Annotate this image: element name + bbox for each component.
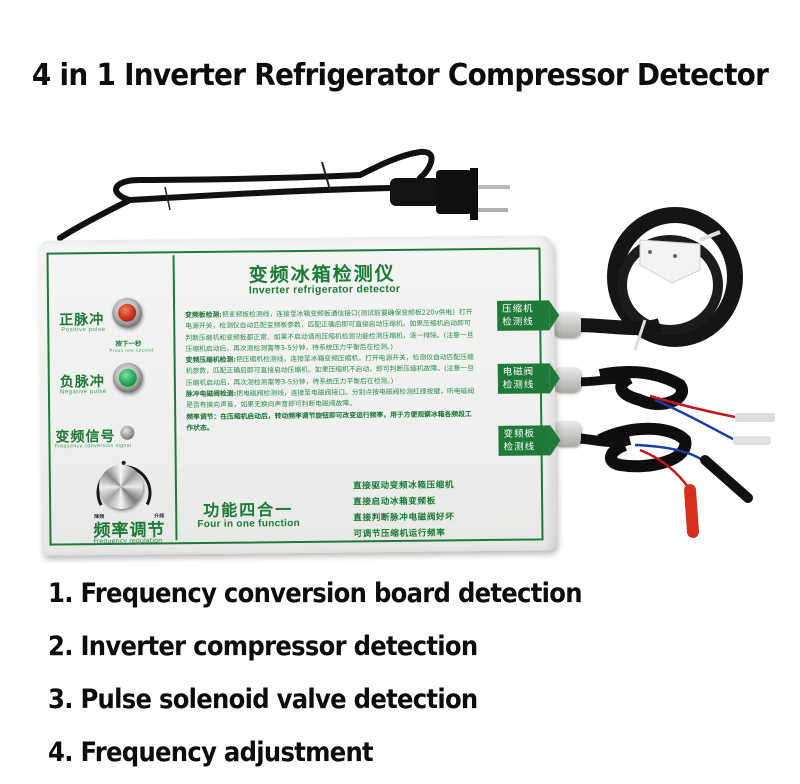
press-hint-label: 按下一秒 (115, 339, 142, 348)
instructions-block: 变频板检测:把变频板检测线，连接至冰箱变频板通信接口(测试前要确保变频板220v… (185, 307, 476, 434)
frequency-knob[interactable] (98, 464, 144, 510)
positive-pulse-label-en: Positive pulse (61, 327, 106, 334)
frequency-knob-group (91, 456, 162, 517)
instruction-item: 频率调节：在压缩机启动后，转动频率调节旋钮即可改变运行频率，用于方便观察冰箱各频… (186, 409, 472, 433)
front-panel: 正脉冲 Positive pulse 按下一秒 Press one second… (46, 247, 551, 546)
feature-line: 3. Pulse solenoid valve detection (48, 684, 478, 715)
instruction-item: 脉冲电磁阀检测:把电磁阀检测线，连接至电磁阀接口。分别点按电磁阀检测红绿按键，听… (185, 387, 475, 410)
feature-list-cn: 直接驱动变频冰箱压缩机 直接启动冰箱变频板 直接判断脉冲电磁阀好坏 可调节压缩机… (353, 477, 455, 542)
compressor-line-tag: 压缩机 检测线 (497, 300, 550, 331)
feature-list-en: 1. Frequency conversion board detection … (48, 571, 641, 783)
board-line-tag: 变频板 检测线 (498, 425, 551, 456)
instruction-item: 变频压缩机检测:把压缩机检测线，连接至冰箱变频压缩机，打开电源开关，检测仪自动匹… (185, 353, 474, 387)
frequency-regulation-label-en: Frequency regulation (93, 536, 163, 546)
feature-item: 直接驱动变频冰箱压缩机 (352, 480, 455, 492)
feature-line: 2. Inverter compressor detection (48, 631, 478, 662)
negative-pulse-button[interactable] (112, 362, 143, 393)
feature-line: 1. Frequency conversion board detection (48, 578, 583, 609)
four-in-one-subtitle: Four in one function (197, 517, 301, 531)
feature-item: 直接判断脉冲电磁阀好坏 (353, 512, 455, 524)
frequency-signal-led (120, 425, 135, 440)
panel-divider (172, 255, 178, 541)
instruction-item: 变频板检测:把变频板检测线，连接至冰箱变频板通信接口(测试前要确保变频板220v… (185, 308, 474, 354)
feature-item: 可调节压缩机运行频率 (353, 528, 446, 540)
negative-pulse-label-en: Negative pulse (59, 388, 107, 396)
feature-line: 4. Frequency adjustment (48, 737, 374, 768)
detector-device: 正脉冲 Positive pulse 按下一秒 Press one second… (38, 235, 557, 556)
solenoid-line-tag: 电磁阀 检测线 (497, 363, 550, 394)
page-title: 4 in 1 Inverter Refrigerator Compressor … (31, 58, 769, 93)
press-hint-label-en: Press one second (109, 347, 154, 353)
positive-pulse-button[interactable] (111, 297, 143, 328)
feature-item: 直接启动冰箱变频板 (353, 496, 436, 508)
frequency-signal-label-en: Frequency conversion signal (54, 442, 132, 450)
device-title-en: Inverter refrigerator detector (248, 282, 401, 297)
